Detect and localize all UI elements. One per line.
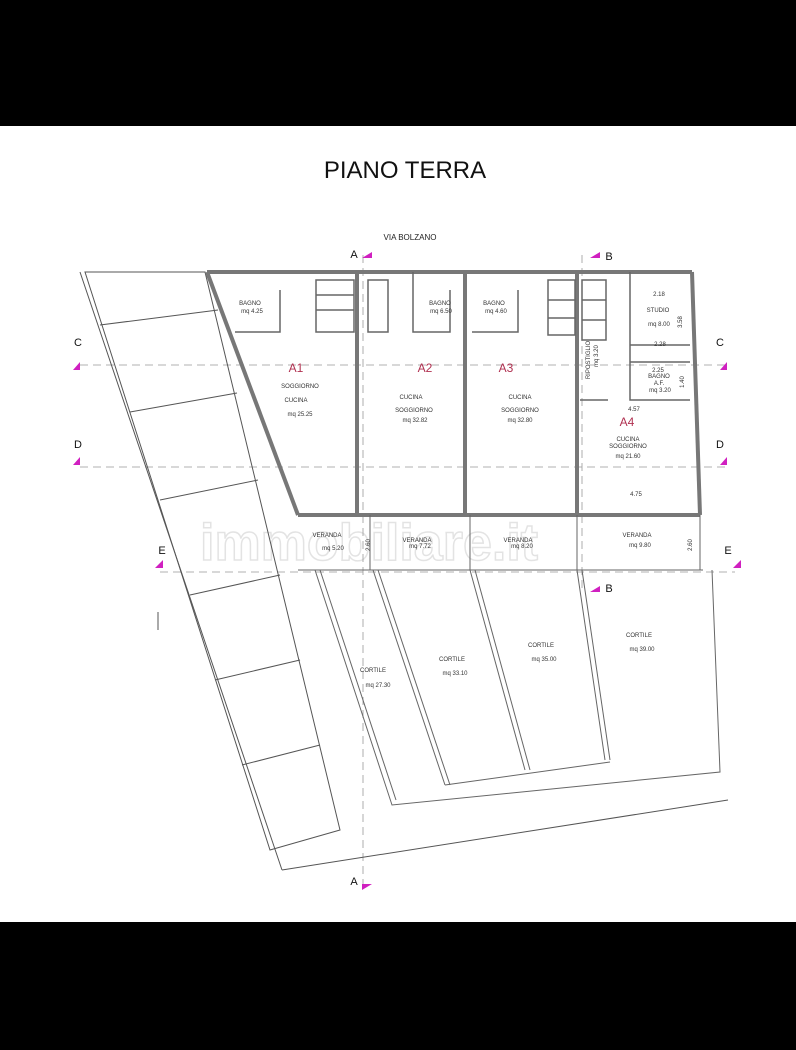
a1-unit-name: A1 xyxy=(289,361,304,375)
dim-6: 3.58 xyxy=(678,316,684,328)
a4-living-label-1: CUCINA xyxy=(616,437,639,443)
a4-cortile-label: CORTILE xyxy=(626,633,652,639)
section-d-left: D xyxy=(74,439,82,451)
section-a-top: A xyxy=(350,249,358,261)
a3-living-label-2: SOGGIORNO xyxy=(501,408,539,414)
section-marker-arrow xyxy=(590,252,600,258)
a1-cortile-area: mq 27.30 xyxy=(365,683,391,689)
section-marker-arrow xyxy=(733,560,741,568)
a2-living-label-2: SOGGIORNO xyxy=(395,408,433,414)
dim-1: 2.18 xyxy=(653,292,665,298)
section-b-bottom: B xyxy=(605,583,612,595)
a3-living-label-1: CUCINA xyxy=(508,395,531,401)
a2-veranda-label: VERANDA xyxy=(402,538,431,544)
floor-plan-sheet: PIANO TERRA VIA BOLZANO immobiliare.it xyxy=(0,126,796,922)
a2-cortile-label: CORTILE xyxy=(439,657,465,663)
a3-veranda-area: mq 8.20 xyxy=(511,544,533,550)
a4-unit-name: A4 xyxy=(620,415,635,429)
a4-living-area: mq 21.60 xyxy=(615,454,641,460)
street-name: VIA BOLZANO xyxy=(384,233,437,242)
a4-closet-area: mq 3.20 xyxy=(594,345,600,367)
section-e-left: E xyxy=(158,545,165,557)
dim-7: 1.40 xyxy=(680,376,686,388)
a4-veranda-area: mq 9.80 xyxy=(629,543,651,549)
a1-cortile-label: CORTILE xyxy=(360,668,386,674)
a3-cortile-label: CORTILE xyxy=(528,643,554,649)
dim-2: 2.28 xyxy=(654,342,666,348)
a1-veranda-label: VERANDA xyxy=(312,533,341,539)
courtyards xyxy=(298,515,721,806)
a4-living-label-2: SOGGIORNO xyxy=(609,444,647,450)
a1-bath-area: mq 4.25 xyxy=(241,309,263,315)
building-walls xyxy=(205,270,702,517)
plan-title: PIANO TERRA xyxy=(324,157,486,184)
a1-living-label-1: SOGGIORNO xyxy=(281,384,319,390)
section-marker-arrow xyxy=(590,586,600,592)
a1-bath-label: BAGNO xyxy=(239,301,261,307)
dim-3: 2.25 xyxy=(652,368,664,374)
unit-a3: BAGNO mq 4.60 A3 CUCINA SOGGIORNO mq 32.… xyxy=(483,301,557,663)
section-c-right: C xyxy=(716,337,724,349)
a2-bath-label: BAGNO xyxy=(429,301,451,307)
a4-study-area: mq 8.00 xyxy=(648,322,670,328)
dimensions: 2.18 2.28 2.25 4.57 4.75 3.58 1.40 2.60 … xyxy=(366,292,694,551)
a2-cortile-area: mq 33.10 xyxy=(442,671,468,677)
section-a-bottom: A xyxy=(350,876,358,888)
section-markers xyxy=(73,252,741,890)
a1-living-area: mq 25.25 xyxy=(287,412,313,418)
unit-a2: BAGNO mq 6.50 A2 CUCINA SOGGIORNO mq 32.… xyxy=(395,301,468,677)
section-labels: A A B B C C D D E E xyxy=(74,249,732,888)
a2-living-label-1: CUCINA xyxy=(399,395,422,401)
section-marker-arrow xyxy=(720,457,727,465)
dim-5: 4.75 xyxy=(630,492,642,498)
a3-bath-area: mq 4.60 xyxy=(485,309,507,315)
section-marker-arrow xyxy=(362,884,372,890)
section-d-right: D xyxy=(716,439,724,451)
a1-veranda-area: mq 5.20 xyxy=(322,546,344,552)
a4-bath-sub: A.F. xyxy=(654,381,665,387)
unit-a4: STUDIO mq 8.00 BAGNO A.F. mq 3.20 RIPOST… xyxy=(586,308,671,653)
a3-veranda-label: VERANDA xyxy=(503,538,532,544)
a2-veranda-area: mq 7.72 xyxy=(409,544,431,550)
a4-veranda-label: VERANDA xyxy=(622,533,651,539)
section-marker-arrow xyxy=(720,362,727,370)
section-b-top: B xyxy=(605,251,612,263)
parking-strip xyxy=(79,271,729,871)
section-marker-arrow xyxy=(155,560,163,568)
section-e-right: E xyxy=(724,545,731,557)
floor-plan: PIANO TERRA VIA BOLZANO immobiliare.it xyxy=(73,157,741,890)
a2-bath-area: mq 6.50 xyxy=(430,309,452,315)
interior-walls xyxy=(235,272,690,401)
dim-4: 4.57 xyxy=(628,407,640,413)
dim-9: 2.60 xyxy=(688,539,694,551)
a3-unit-name: A3 xyxy=(499,361,514,375)
a4-bath-label: BAGNO xyxy=(648,374,670,380)
a4-study-label: STUDIO xyxy=(647,308,670,314)
a1-living-label-2: CUCINA xyxy=(284,398,307,404)
dim-8: 2.60 xyxy=(366,539,372,551)
watermark: immobiliare.it xyxy=(200,514,538,572)
a3-bath-label: BAGNO xyxy=(483,301,505,307)
a4-bath-area: mq 3.20 xyxy=(649,388,671,394)
a4-closet-label: RIPOSTIGLIO xyxy=(586,340,592,379)
unit-a1: BAGNO mq 4.25 A1 SOGGIORNO CUCINA mq 25.… xyxy=(239,301,391,689)
section-marker-arrow xyxy=(73,457,80,465)
section-marker-arrow xyxy=(362,252,372,258)
a3-cortile-area: mq 35.00 xyxy=(531,657,557,663)
section-marker-arrow xyxy=(73,362,80,370)
a4-cortile-area: mq 39.00 xyxy=(629,647,655,653)
a2-living-area: mq 32.82 xyxy=(402,418,428,424)
a2-unit-name: A2 xyxy=(418,361,433,375)
a3-living-area: mq 32.80 xyxy=(507,418,533,424)
section-c-left: C xyxy=(74,337,82,349)
